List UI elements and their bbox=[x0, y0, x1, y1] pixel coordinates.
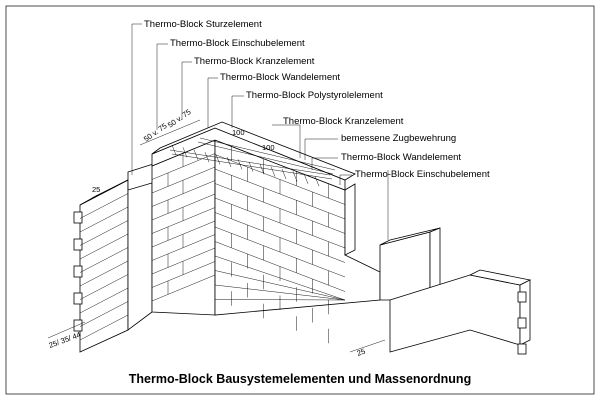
dim-50-75-b: 50 v. 75 bbox=[166, 107, 193, 129]
label-polystyrolelement: Thermo-Block Polystyrolelement bbox=[246, 90, 383, 101]
low-wall bbox=[379, 227, 532, 355]
brick-courses bbox=[79, 146, 521, 353]
component-labels: Thermo-Block Sturzelement Thermo-Block E… bbox=[144, 19, 490, 180]
sheet-border bbox=[5, 5, 595, 395]
dim-100-b: 100 bbox=[262, 143, 275, 152]
drawing-caption: Thermo-Block Bausystemelementen und Mass… bbox=[129, 372, 471, 386]
ring-beam bbox=[151, 121, 356, 191]
dim-50-75-a: 50 v. 75 bbox=[142, 121, 169, 143]
dim-25-bottom: 25 bbox=[356, 347, 367, 358]
label-zugbewehrung: bemessene Zugbewehrung bbox=[341, 133, 456, 144]
dim-100-a: 100 bbox=[232, 128, 245, 137]
label-einschubelement-top: Thermo-Block Einschubelement bbox=[170, 38, 305, 49]
label-wandelement-top: Thermo-Block Wandelement bbox=[220, 72, 340, 83]
label-kranzelement-right: Thermo-Block Kranzelement bbox=[283, 116, 404, 127]
dim-thickness: 25/ 35/ 44 bbox=[48, 330, 82, 350]
dim-25-left: 25 bbox=[92, 185, 100, 194]
label-wandelement-right: Thermo-Block Wandelement bbox=[341, 152, 461, 163]
label-einschubelement-right: Thermo-Block Einschubelement bbox=[355, 169, 490, 180]
main-wall bbox=[151, 139, 381, 316]
label-kranzelement-top: Thermo-Block Kranzelement bbox=[194, 56, 315, 67]
label-sturzelement: Thermo-Block Sturzelement bbox=[144, 19, 262, 30]
leader-lines bbox=[131, 23, 389, 240]
